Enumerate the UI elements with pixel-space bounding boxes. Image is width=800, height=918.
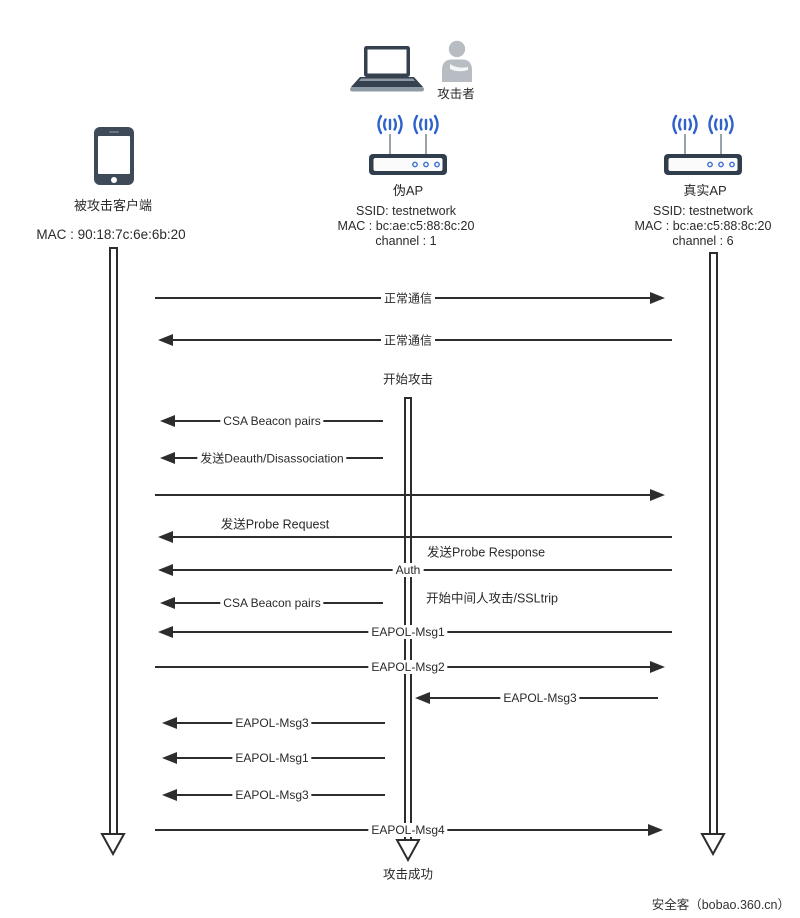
fake-ap-activation: [404, 397, 412, 842]
smartphone-icon: [94, 127, 134, 185]
arrowhead-right: [648, 824, 663, 836]
note-text: 发送Probe Response: [424, 541, 548, 561]
actor-info-fake-ap: SSID: testnetwork MAC : bc:ae:c5:88:8c:2…: [338, 204, 475, 249]
real-ap-channel: channel : 6: [672, 234, 734, 248]
message-label: EAPOL-Msg3: [232, 716, 312, 730]
actor-info-client: MAC : 90:18:7c:6e:6b:20: [36, 227, 186, 242]
actor-name-client: 被攻击客户端: [73, 198, 153, 213]
message-label: 正常通信: [380, 331, 436, 349]
message-label: EAPOL-Msg1: [232, 751, 312, 765]
message-label: EAPOL-Msg3: [232, 788, 312, 802]
arrowhead-left: [158, 531, 173, 543]
real-ap-lifeline-arrowhead: [700, 832, 726, 861]
note-text: 开始攻击: [380, 368, 436, 388]
message-label: EAPOL-Msg4: [368, 823, 448, 837]
message-label: EAPOL-Msg3: [500, 691, 580, 705]
phone-home-button: [111, 176, 117, 183]
actor-name-fake-ap: 伪AP: [392, 183, 424, 198]
router-icon-fake-ap: [369, 114, 447, 175]
fake-ap-mac: MAC : bc:ae:c5:88:8c:20: [337, 219, 475, 233]
message-label: 发送Deauth/Disassociation: [197, 449, 347, 467]
arrowhead-left: [160, 597, 175, 609]
actor-name-real-ap: 真实AP: [683, 183, 727, 198]
note-text: 攻击成功: [380, 863, 436, 883]
arrowhead-left: [415, 692, 430, 704]
arrowhead-left: [158, 626, 173, 638]
laptop-icon: [350, 46, 424, 92]
router-icon-real-ap: [664, 114, 742, 175]
attacker-label: 攻击者: [437, 87, 475, 101]
arrowhead-right: [650, 489, 665, 501]
client-lifeline: [108, 247, 118, 836]
arrowhead-left: [158, 564, 173, 576]
arrowhead-left: [162, 717, 177, 729]
arrowhead-right: [650, 292, 665, 304]
phone-screen: [98, 136, 130, 174]
real-ap-mac: MAC : bc:ae:c5:88:8c:20: [634, 219, 772, 233]
phone-speaker: [109, 131, 119, 133]
message-arrow-line: [155, 494, 652, 496]
note-text: 开始中间人攻击/SSLtrip: [424, 587, 560, 607]
message-label: 正常通信: [380, 289, 436, 307]
arrowhead-right: [650, 661, 665, 673]
message-label: EAPOL-Msg1: [368, 625, 448, 639]
message-label: CSA Beacon pairs: [220, 414, 324, 428]
message-label: CSA Beacon pairs: [220, 596, 324, 610]
message-label: Auth: [392, 563, 424, 577]
actor-info-real-ap: SSID: testnetwork MAC : bc:ae:c5:88:8c:2…: [635, 204, 772, 249]
real-ap-ssid: SSID: testnetwork: [652, 204, 754, 218]
arrowhead-left: [160, 415, 175, 427]
message-arrow-line: [171, 536, 672, 538]
arrowhead-left: [162, 789, 177, 801]
arrowhead-left: [162, 752, 177, 764]
message-label: EAPOL-Msg2: [368, 660, 448, 674]
fake-ap-ssid: SSID: testnetwork: [355, 204, 457, 218]
arrowhead-left: [160, 452, 175, 464]
fake-ap-activation-arrowhead: [395, 838, 421, 867]
arrowhead-left: [158, 334, 173, 346]
real-ap-lifeline: [708, 252, 718, 836]
watermark-text: 安全客（bobao.360.cn）: [651, 898, 790, 912]
fake-ap-channel: channel : 1: [375, 234, 437, 248]
attacker-icon: [442, 40, 472, 82]
note-text: 发送Probe Request: [218, 513, 332, 533]
client-lifeline-arrowhead: [100, 832, 126, 861]
